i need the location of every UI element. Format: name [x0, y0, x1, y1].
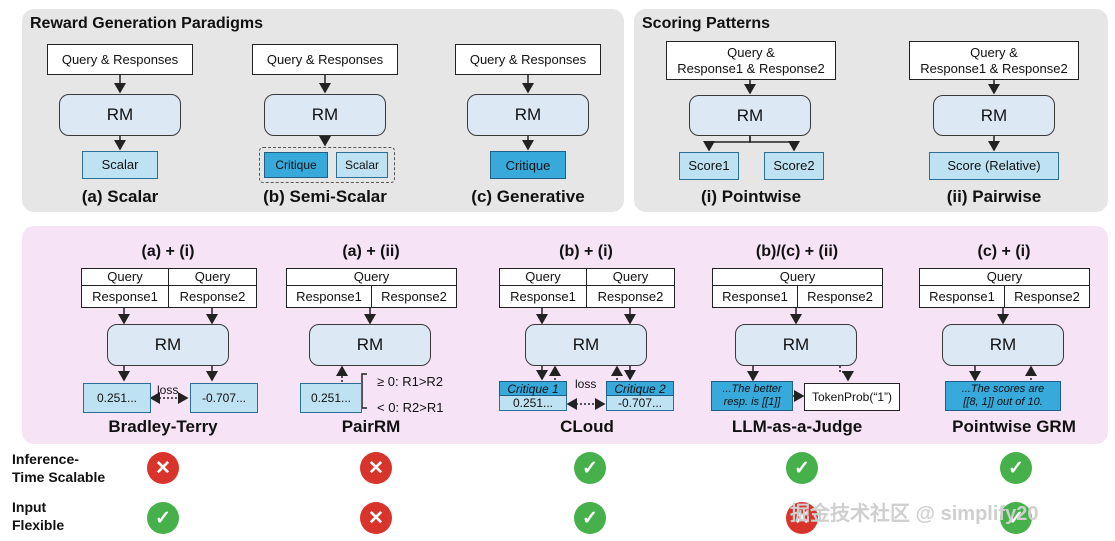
criterion-input-flexible: Input Flexible [12, 498, 64, 534]
bt-response2-box: Response2 [169, 286, 257, 308]
cloud-response2-box: Response2 [587, 286, 675, 308]
caption-scalar: (a) Scalar [81, 187, 159, 206]
scalar-input-box: Query & Responses [47, 44, 193, 75]
cross-icon: ✕ [360, 452, 392, 484]
pairrm-rm-box: RM [309, 324, 431, 366]
score-relative-box: Score (Relative) [929, 152, 1059, 180]
grm-query-box: Query [919, 268, 1090, 286]
pairrm-response2-box: Response2 [372, 286, 457, 308]
check-icon: ✓ [147, 502, 179, 534]
caption-generative: (c) Generative [471, 187, 585, 206]
pairwise-input-box: Query & Response1 & Response2 [909, 41, 1079, 80]
scoring-title: Scoring Patterns [642, 15, 771, 32]
pointwise-input-line1: Query & [727, 44, 775, 60]
generative-critique-box: Critique [490, 151, 566, 179]
cloud-loss-label: loss [575, 377, 597, 391]
pairwise-rm-box: RM [933, 95, 1055, 136]
check-icon: ✓ [786, 452, 818, 484]
cloud-critique1-box: Critique 1 [499, 381, 567, 396]
bt-loss-label: loss [157, 383, 179, 397]
method-bradley-terry: Bradley-Terry [108, 417, 218, 436]
pairrm-rule-positive: ≥ 0: R1>R2 [377, 374, 444, 389]
cloud-query1-box: Query [499, 268, 587, 286]
semi-scalar-scalar-box: Scalar [336, 152, 388, 178]
caption-semi-scalar: (b) Semi-Scalar [263, 187, 387, 206]
judge-response2-box: Response2 [798, 286, 883, 308]
semi-scalar-rm-box: RM [264, 94, 386, 136]
grm-critique-line1: ...The scores are [961, 383, 1045, 395]
grm-critique-box: ...The scores are [[8, 1]] out of 10. [945, 381, 1061, 411]
method-cloud: CLoud [560, 417, 614, 436]
judge-critique-box: ...The better resp. is [[1]] [711, 381, 793, 411]
caption-pairwise: (ii) Pairwise [946, 187, 1042, 206]
bt-output1-box: 0.251... [83, 383, 151, 413]
judge-tokenprob-box: TokenProb(“1”) [804, 383, 900, 411]
watermark: 掘金技术社区 @ simplify20 [790, 503, 1039, 525]
judge-query-box: Query [712, 268, 883, 286]
semi-scalar-input-box: Query & Responses [252, 44, 398, 75]
bt-header: (a) + (i) [141, 243, 195, 260]
generative-input-box: Query & Responses [455, 44, 601, 75]
pairrm-rule-negative: < 0: R2>R1 [377, 400, 444, 415]
pairrm-query-box: Query [286, 268, 457, 286]
bt-rm-box: RM [107, 324, 229, 366]
score1-box: Score1 [679, 152, 739, 180]
bt-response1-box: Response1 [81, 286, 169, 308]
cloud-value1-box: 0.251... [499, 396, 567, 411]
check-icon: ✓ [1000, 452, 1032, 484]
grm-critique-line2: [[8, 1]] out of 10. [963, 396, 1043, 408]
pairrm-output-box: 0.251... [300, 383, 362, 413]
grm-rm-box: RM [942, 324, 1064, 366]
criterion-inference-time-scalable: Inference- Time Scalable [12, 450, 105, 486]
bt-query2-box: Query [169, 268, 257, 286]
method-pointwise-grm: Pointwise GRM [952, 417, 1076, 436]
method-pairrm: PairRM [341, 417, 401, 436]
grm-header: (c) + (i) [977, 243, 1031, 260]
bt-query1-box: Query [81, 268, 169, 286]
cross-icon: ✕ [147, 452, 179, 484]
cloud-critique2-box: Critique 2 [606, 381, 674, 396]
grm-response1-box: Response1 [919, 286, 1005, 308]
cloud-response1-box: Response1 [499, 286, 587, 308]
pointwise-input-line2: Response1 & Response2 [677, 60, 825, 76]
check-icon: ✓ [574, 502, 606, 534]
cloud-value2-box: -0.707... [606, 396, 674, 411]
pairrm-header: (a) + (ii) [342, 243, 400, 260]
pointwise-input-box: Query & Response1 & Response2 [666, 41, 836, 80]
semi-scalar-critique-box: Critique [264, 152, 328, 178]
cloud-query2-box: Query [587, 268, 675, 286]
judge-critique-line2: resp. is [[1]] [723, 396, 781, 408]
score2-box: Score2 [764, 152, 824, 180]
pairwise-input-line1: Query & [970, 44, 1018, 60]
criterion-2-line1: Input [12, 499, 47, 515]
check-icon: ✓ [574, 452, 606, 484]
criterion-1-line2: Time Scalable [12, 469, 106, 485]
check-icon: ✓ [1000, 502, 1032, 534]
scalar-output-box: Scalar [82, 151, 158, 179]
criterion-1-line1: Inference- [12, 451, 79, 467]
caption-pointwise: (i) Pointwise [700, 187, 802, 206]
judge-rm-box: RM [735, 324, 857, 366]
semi-scalar-output-group [259, 147, 395, 183]
pointwise-rm-box: RM [689, 95, 811, 136]
paradigms-title: Reward Generation Paradigms [30, 15, 263, 32]
judge-critique-line1: ...The better [722, 383, 782, 395]
generative-rm-box: RM [467, 94, 589, 136]
pairrm-response1-box: Response1 [286, 286, 372, 308]
cloud-header: (b) + (i) [559, 243, 613, 260]
bt-output2-box: -0.707... [190, 383, 258, 413]
grm-response2-box: Response2 [1005, 286, 1090, 308]
method-llm-as-a-judge: LLM-as-a-Judge [731, 417, 863, 436]
judge-response1-box: Response1 [712, 286, 798, 308]
pairwise-input-line2: Response1 & Response2 [920, 60, 1068, 76]
cloud-rm-box: RM [525, 324, 647, 366]
criterion-2-line2: Flexible [12, 517, 65, 533]
cross-icon: ✕ [786, 502, 818, 534]
cross-icon: ✕ [360, 502, 392, 534]
judge-header: (b)/(c) + (ii) [755, 243, 839, 260]
scalar-rm-box: RM [59, 94, 181, 136]
